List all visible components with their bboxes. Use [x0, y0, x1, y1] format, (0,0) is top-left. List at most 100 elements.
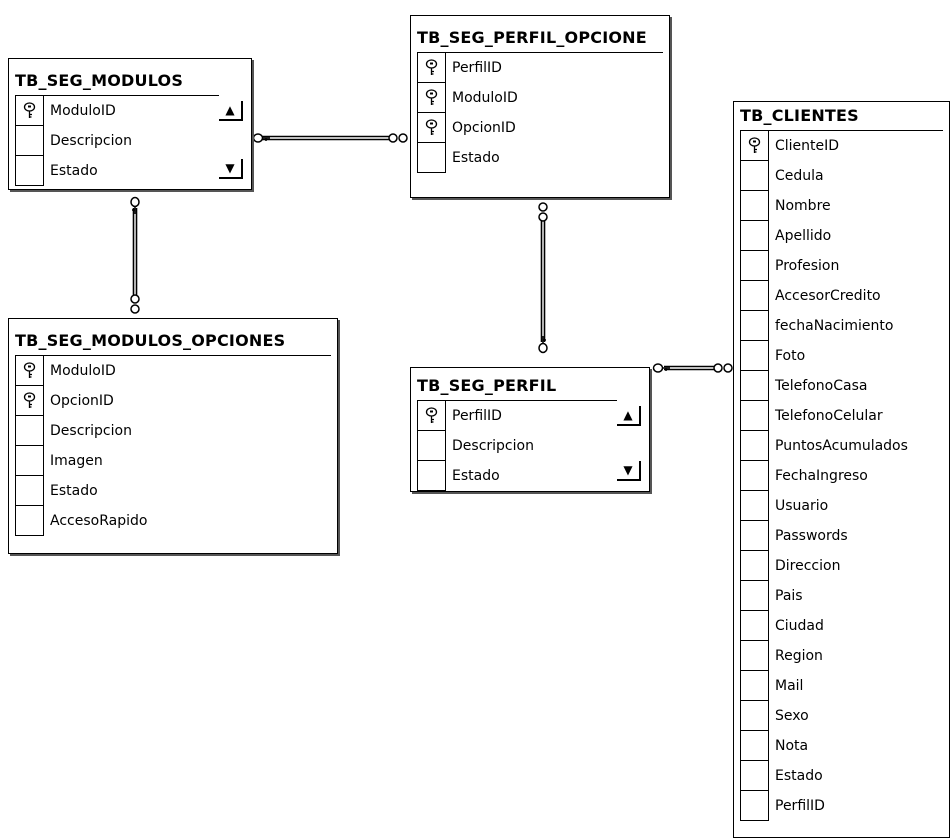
column-row[interactable]: AccesorCredito [741, 281, 943, 311]
column-row[interactable]: TelefonoCelular [741, 401, 943, 431]
column-row[interactable]: OpcionID [16, 386, 331, 416]
column-row[interactable]: Profesion [741, 251, 943, 281]
column-row[interactable]: Descripcion [16, 126, 245, 156]
column-row[interactable]: PerfilID [741, 791, 943, 821]
one-end-key-icon [652, 363, 670, 373]
column-row[interactable]: Sexo [741, 701, 943, 731]
column-name: Apellido [775, 228, 832, 244]
column-row[interactable]: Estado [741, 761, 943, 791]
table-title: TB_SEG_MODULOS_OPCIONES [15, 331, 286, 350]
scroll-down-arrow-icon[interactable]: ▼ [219, 159, 243, 179]
column-row[interactable]: Descripcion [16, 416, 331, 446]
column-row[interactable]: Usuario [741, 491, 943, 521]
scroll-up-arrow-icon[interactable]: ▲ [617, 406, 641, 426]
column-key-cell [741, 551, 769, 581]
column-name: Profesion [775, 258, 840, 274]
column-row[interactable]: FechaIngreso [741, 461, 943, 491]
column-key-cell [741, 731, 769, 761]
column-row[interactable]: Nombre [741, 191, 943, 221]
column-row[interactable]: Foto [741, 341, 943, 371]
column-row[interactable]: Passwords [741, 521, 943, 551]
column-name: Descripcion [452, 438, 534, 454]
column-name: TelefonoCelular [775, 408, 883, 424]
column-row[interactable]: Estado [16, 476, 331, 506]
column-row[interactable]: PerfilID [418, 401, 643, 431]
column-key-cell [16, 386, 44, 416]
column-row[interactable]: PerfilID [418, 53, 663, 83]
column-row[interactable]: TelefonoCasa [741, 371, 943, 401]
column-name: Region [775, 648, 823, 664]
column-row[interactable]: Cedula [741, 161, 943, 191]
column-key-cell [418, 83, 446, 113]
column-key-cell [741, 311, 769, 341]
many-end-infinity-icon [538, 202, 548, 222]
scroll-down-arrow-icon[interactable]: ▼ [617, 461, 641, 481]
column-row[interactable]: PuntosAcumulados [741, 431, 943, 461]
column-name: Estado [775, 768, 823, 784]
key-icon [425, 118, 438, 135]
column-row[interactable]: Nota [741, 731, 943, 761]
column-key-cell [418, 461, 446, 491]
column-key-cell [741, 581, 769, 611]
column-key-cell [16, 96, 44, 126]
table-title: TB_SEG_PERFIL_OPCIONE [417, 28, 647, 47]
column-row[interactable]: Apellido [741, 221, 943, 251]
column-key-cell [418, 401, 446, 431]
column-row[interactable]: Descripcion [418, 431, 643, 461]
key-icon [748, 136, 761, 153]
scroll-up-arrow-icon[interactable]: ▲ [219, 101, 243, 121]
column-row[interactable]: Mail [741, 671, 943, 701]
column-row[interactable]: Estado [418, 143, 663, 173]
column-row[interactable]: Estado [418, 461, 643, 491]
column-name: ModuloID [50, 103, 116, 119]
column-row[interactable]: ClienteID [741, 131, 943, 161]
column-name: Usuario [775, 498, 829, 514]
column-row[interactable]: AccesoRapido [16, 506, 331, 536]
column-row[interactable]: ModuloID [16, 96, 245, 126]
column-key-cell [741, 431, 769, 461]
column-name: FechaIngreso [775, 468, 868, 484]
column-name: Imagen [50, 453, 103, 469]
column-name: TelefonoCasa [775, 378, 868, 394]
column-name: Foto [775, 348, 806, 364]
column-row[interactable]: Estado [16, 156, 245, 186]
column-key-cell [741, 641, 769, 671]
column-row[interactable]: ModuloID [16, 356, 331, 386]
key-icon [425, 406, 438, 423]
column-name: Estado [452, 150, 500, 166]
table-title: TB_SEG_MODULOS [15, 71, 184, 90]
column-name: Passwords [775, 528, 848, 544]
column-name: Estado [452, 468, 500, 484]
column-key-cell [741, 791, 769, 821]
scrollbar[interactable]: ▲▼ [617, 400, 643, 487]
column-key-cell [741, 131, 769, 161]
many-end-infinity-icon [713, 363, 733, 373]
column-name: PerfilID [452, 408, 502, 424]
column-row[interactable]: Imagen [16, 446, 331, 476]
column-row[interactable]: ModuloID [418, 83, 663, 113]
column-row[interactable]: fechaNacimiento [741, 311, 943, 341]
column-key-cell [741, 521, 769, 551]
column-key-cell [741, 401, 769, 431]
column-name: Estado [50, 483, 98, 499]
scrollbar[interactable]: ▲▼ [219, 95, 245, 185]
column-name: Mail [775, 678, 804, 694]
column-row[interactable]: OpcionID [418, 113, 663, 143]
column-name: Nombre [775, 198, 831, 214]
column-row[interactable]: Region [741, 641, 943, 671]
column-key-cell [741, 371, 769, 401]
column-row[interactable]: Ciudad [741, 611, 943, 641]
column-row[interactable]: Pais [741, 581, 943, 611]
column-key-cell [16, 476, 44, 506]
column-row[interactable]: Direccion [741, 551, 943, 581]
table-title: TB_CLIENTES [740, 106, 859, 125]
key-icon [23, 361, 36, 378]
column-name: Sexo [775, 708, 809, 724]
